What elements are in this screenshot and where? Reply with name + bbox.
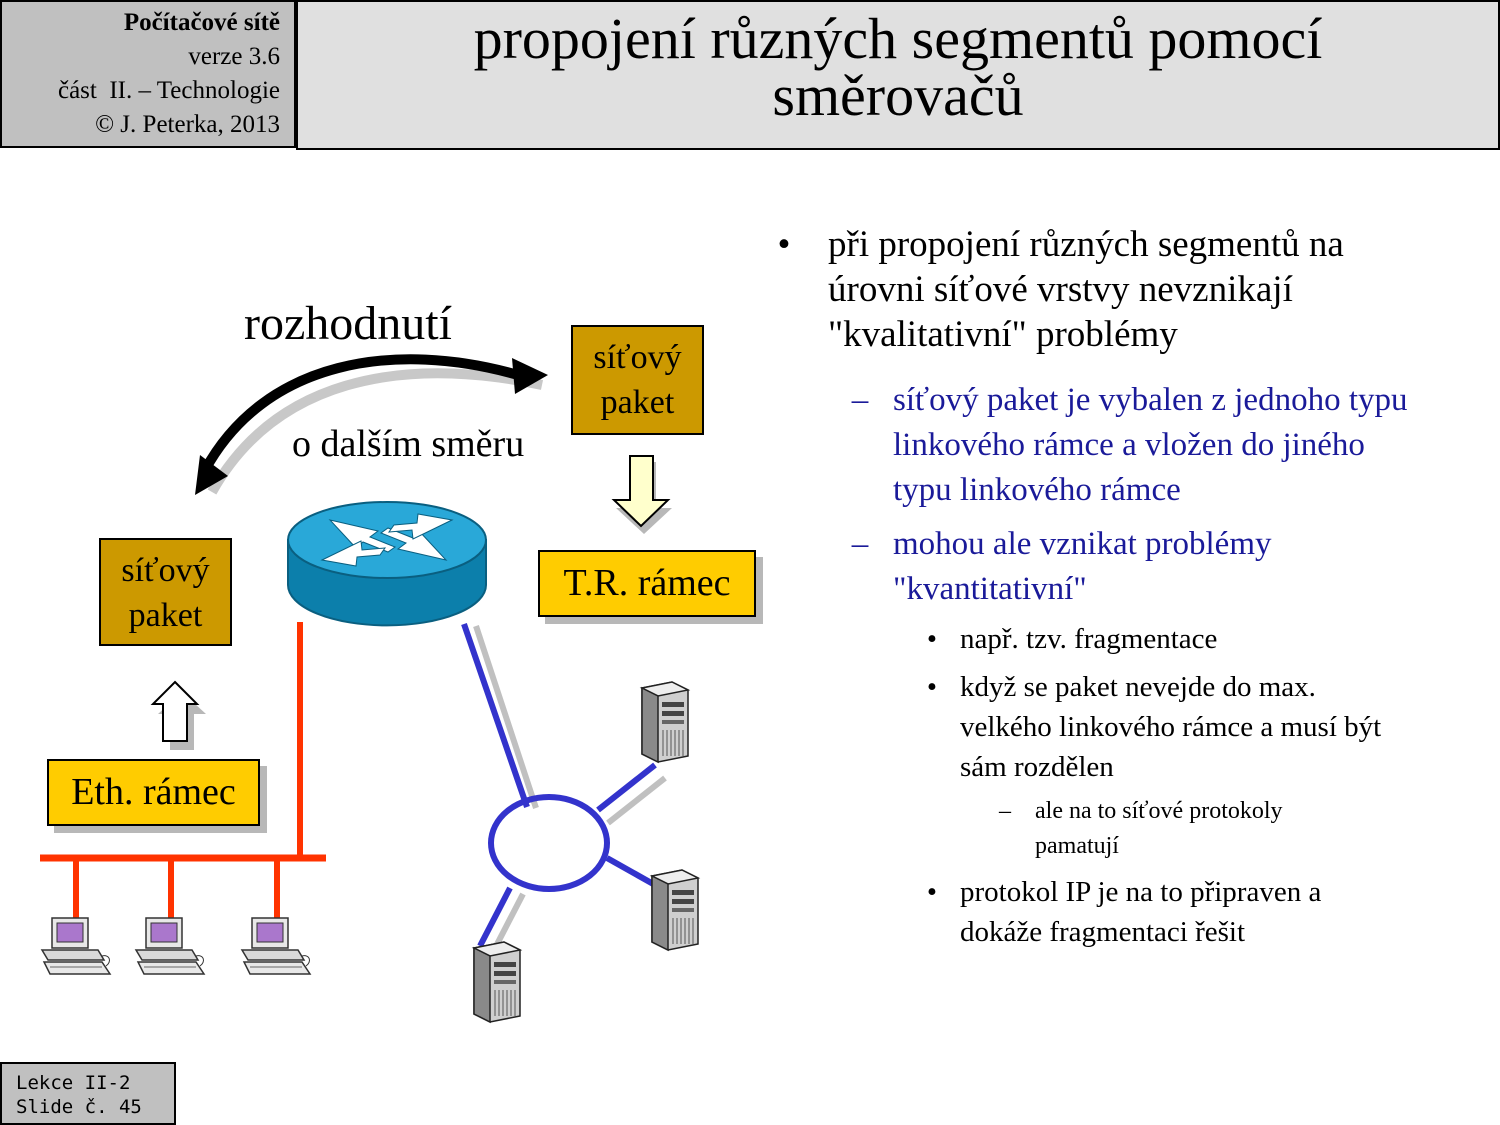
course-name: Počítačové sítě (123, 9, 280, 36)
arrow-down-icon (611, 455, 672, 534)
slide-title: propojení různých segmentů pomocí směrov… (296, 0, 1500, 150)
arrow-up-icon (150, 680, 206, 750)
packet-box-left-line2: paket (128, 597, 203, 634)
bullet-marker: • (926, 876, 938, 908)
curved-arrow-icon (195, 354, 548, 495)
packet-box-top-line1: síťový (593, 339, 682, 376)
bullet-marker: • (926, 671, 938, 703)
packet-box-left: síťový paket (99, 538, 232, 646)
bullet-item: ale na to síťové protokoly pamatují (1035, 798, 1283, 859)
part-label: část II. – Technologie (57, 77, 280, 104)
tr-frame-box: T.R. rámec (538, 550, 756, 617)
bullet-item: např. tzv. fragmentace (960, 623, 1218, 655)
bullet-item: při propojení různých segmentů na úrovni… (828, 224, 1344, 355)
bullet-item: protokol IP je na to připraven a dokáže … (960, 876, 1322, 948)
router-icon (287, 501, 487, 627)
copyright-label: © J. Peterka, 2013 (95, 111, 280, 138)
bullet-marker: – (999, 798, 1011, 824)
packet-box-left-line1: síťový (121, 552, 210, 589)
bullet-marker: • (777, 224, 791, 265)
slide-number-badge: Lekce II-2 Slide č. 45 (0, 1062, 176, 1125)
packet-box-top-line2: paket (600, 384, 675, 421)
bullet-marker: – (851, 526, 869, 562)
packet-box-top: síťový paket (571, 325, 704, 435)
eth-frame-box: Eth. rámec (47, 759, 260, 826)
server-icon (473, 941, 521, 1023)
header-info-box: Počítačové sítě verze 3.6 část II. – Tec… (0, 0, 296, 148)
decision-label: rozhodnutí (244, 297, 452, 350)
server-icon (651, 869, 699, 951)
bullet-item: když se paket nevejde do max. velkého li… (960, 671, 1382, 783)
bullet-marker: – (851, 382, 869, 418)
workstation-icon (135, 917, 205, 975)
workstation-icon (241, 917, 311, 975)
bullet-marker: • (926, 623, 938, 655)
bullet-item: mohou ale vznikat problémy "kvantitativn… (893, 526, 1272, 607)
workstation-icon (41, 917, 111, 975)
server-icon (641, 681, 689, 763)
bullet-item: síťový paket je vybalen z jednoho typu l… (893, 382, 1408, 508)
slide-title-line1: propojení různých segmentů pomocí (473, 6, 1323, 71)
version-label: verze 3.6 (188, 43, 280, 70)
slide-label: Slide č. 45 (16, 1096, 142, 1118)
lecture-label: Lekce II-2 (16, 1072, 131, 1094)
token-ring-segment (461, 623, 667, 954)
direction-label: o dalším směru (292, 423, 525, 465)
slide-title-line2: směrovačů (772, 63, 1024, 128)
ethernet-segment (40, 622, 326, 922)
